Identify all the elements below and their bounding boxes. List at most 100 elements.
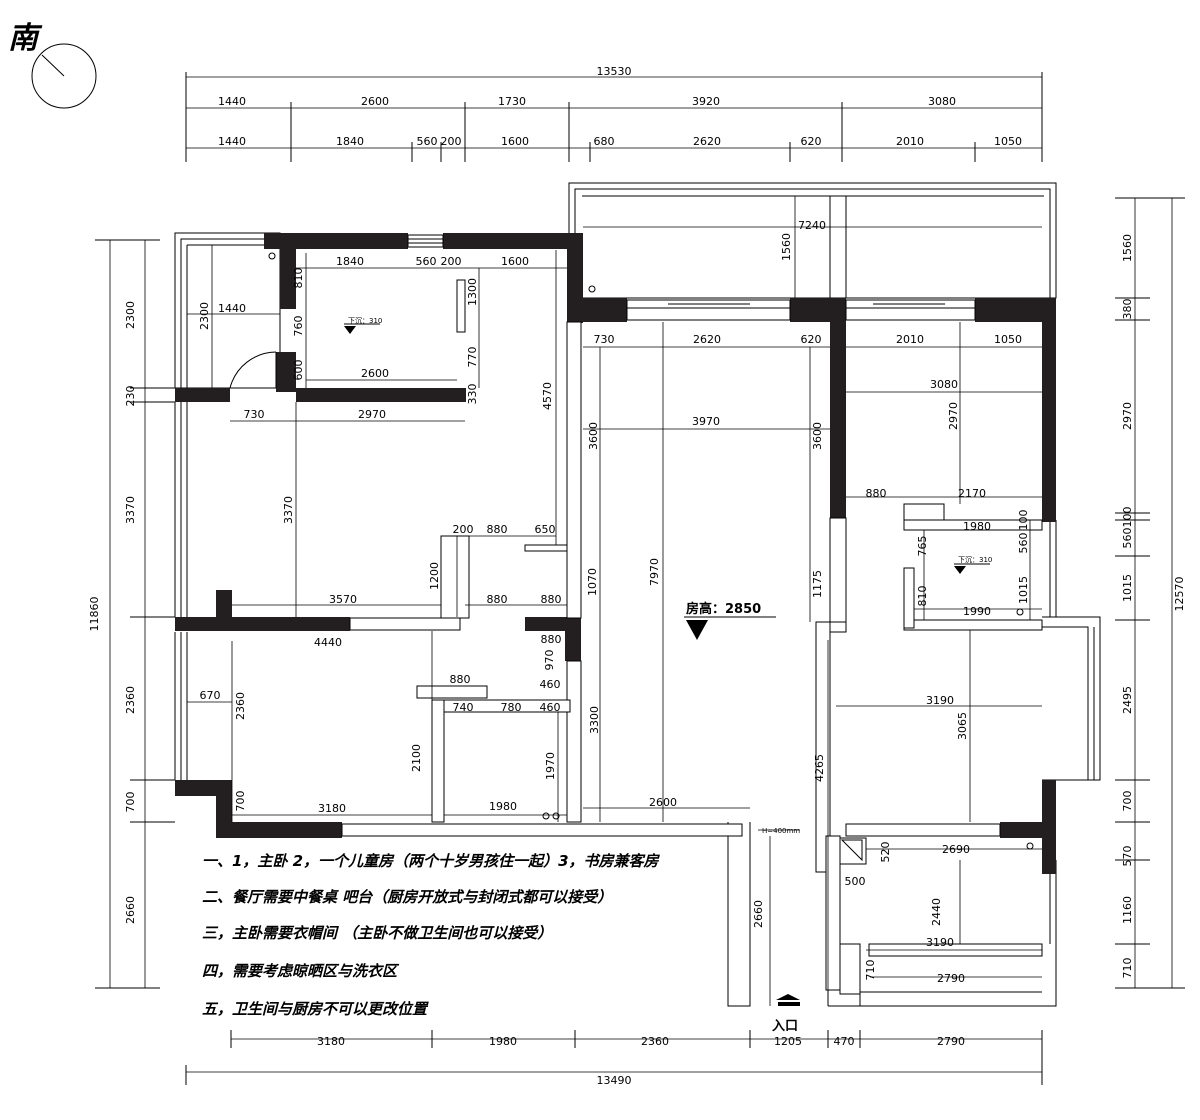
dim-living-8: 1175: [811, 570, 824, 598]
dim-kids-3: 200: [441, 255, 462, 268]
dim-balcony-depth: 1560: [780, 233, 793, 261]
top-dim-3: 1730: [498, 95, 526, 108]
top2-dim-6: 680: [594, 135, 615, 148]
dim-bath-4: 2440: [930, 898, 943, 926]
compass-label: 南: [8, 21, 43, 56]
top-dim-5: 3080: [928, 95, 956, 108]
dim-bl-8: 780: [501, 701, 522, 714]
dim-master-3: 4570: [541, 382, 554, 410]
dim-study-2: 1050: [994, 333, 1022, 346]
door-swing: [229, 351, 277, 389]
interior-dimension-lines: [186, 196, 1042, 1006]
top-dim-2: 2600: [361, 95, 389, 108]
dim-bl-1: 670: [200, 689, 221, 702]
dim-study-3: 3080: [930, 378, 958, 391]
fixtures: [268, 252, 1034, 862]
note-4: 四，需要考虑晾晒区与洗衣区: [202, 962, 400, 980]
windows: [407, 234, 976, 321]
top2-dim-4: 200: [441, 135, 462, 148]
note-1: 一、1，主卧 2，一个儿童房（两个十岁男孩住一起）3，书房兼客房: [202, 852, 661, 870]
top-total-dim: 13530: [597, 65, 632, 78]
dim-bl-11: 1970: [544, 752, 557, 780]
dim-kids-4: 1600: [501, 255, 529, 268]
dim-master-1: 730: [244, 408, 265, 421]
dim-master-9: 3570: [329, 593, 357, 606]
dim-bath-2: 2690: [942, 843, 970, 856]
bottom-dimension-chain: 3180 1980 2360 1205 470 2790 13490: [185, 1030, 1043, 1087]
bottom-dim-6: 2790: [937, 1035, 965, 1048]
dim-kitchen-1: 880: [487, 593, 508, 606]
compass-needle-icon: [41, 54, 65, 77]
dim-bl-10: 2100: [410, 744, 423, 772]
dim-balcony-width: 7240: [798, 219, 826, 232]
dim-bath-1: 520: [879, 842, 892, 863]
right-dimension-chain: 12570 1560 380 2970 100 560 1015 2495 70…: [1115, 197, 1186, 989]
left-dim-5: 700: [124, 792, 137, 813]
dim-bath-5: 3190: [926, 936, 954, 949]
dim-living-9: 2600: [649, 796, 677, 809]
top2-dim-7: 2620: [693, 135, 721, 148]
dim-kids-7: 600: [292, 360, 305, 381]
top-dim-1: 1440: [218, 95, 246, 108]
right-dim-2: 380: [1121, 299, 1134, 320]
dim-study-13: 1015: [1017, 576, 1030, 604]
dim-bl-9: 460: [540, 701, 561, 714]
dim-bath-3: 500: [845, 875, 866, 888]
dim-living-2: 2620: [693, 333, 721, 346]
dim-bl-3: 700: [234, 791, 247, 812]
dim-living-1: 730: [594, 333, 615, 346]
entrance-arrow-icon: [776, 994, 800, 1000]
dim-study-7: 1980: [963, 520, 991, 533]
note-3: 三，主卧需要衣帽间 （主卧不做卫生间也可以接受）: [202, 924, 552, 942]
dim-kitchen-3: 880: [541, 633, 562, 646]
dim-bl-7: 740: [453, 701, 474, 714]
dim-kids-5: 810: [292, 268, 305, 289]
requirement-notes: 一、1，主卧 2，一个儿童房（两个十岁男孩住一起）3，书房兼客房 二、餐厅需要中…: [202, 852, 661, 1018]
right-dim-6: 1015: [1121, 574, 1134, 602]
right-dim-7: 2495: [1121, 686, 1134, 714]
structural-walls: [175, 233, 1056, 874]
top2-dim-8: 620: [801, 135, 822, 148]
right-dim-9: 570: [1121, 846, 1134, 867]
dim-study-10: 1990: [963, 605, 991, 618]
entrance: 入口: [772, 994, 800, 1034]
dim-kids-6: 760: [292, 316, 305, 337]
floor-drop-marker-2: 下沉：310: [954, 556, 992, 574]
bottom-dim-4: 1205: [774, 1035, 802, 1048]
top2-dim-2: 1840: [336, 135, 364, 148]
top2-dim-3: 560: [417, 135, 438, 148]
dim-bl-4: 3180: [318, 802, 346, 815]
right-dim-5: 560: [1121, 528, 1134, 549]
right-dim-3: 2970: [1121, 402, 1134, 430]
dim-living-3: 620: [801, 333, 822, 346]
dim-lbal-1: 2300: [198, 302, 211, 330]
right-dim-1: 1560: [1121, 234, 1134, 262]
top-dim-4: 3920: [692, 95, 720, 108]
left-dim-3: 3370: [124, 496, 137, 524]
dim-bl-2: 2360: [234, 692, 247, 720]
partition-walls: [341, 279, 1043, 995]
left-dim-2: 230: [124, 386, 137, 407]
dim-living-6: 3600: [811, 422, 824, 450]
dim-study-12: 560: [1017, 533, 1030, 554]
top2-dim-9: 2010: [896, 135, 924, 148]
bottom-dim-5: 470: [834, 1035, 855, 1048]
dim-lbal-2: 1440: [218, 302, 246, 315]
dim-master-8: 1200: [428, 562, 441, 590]
top2-dim-5: 1600: [501, 135, 529, 148]
outer-envelope: [174, 182, 1101, 1007]
dim-living-7: 7970: [648, 558, 661, 586]
floor-drop-label-1: 下沉：310: [348, 317, 382, 325]
bottom-dim-1: 3180: [317, 1035, 345, 1048]
dim-master-5: 200: [453, 523, 474, 536]
level-triangle-icon: [686, 620, 708, 640]
dim-kids-10: 2600: [361, 367, 389, 380]
compass: 南: [8, 21, 97, 109]
door-note: H=400mm: [762, 827, 800, 835]
dim-living-5: 3970: [692, 415, 720, 428]
right-total-dim: 12570: [1173, 577, 1186, 612]
dim-kids-2: 560: [416, 255, 437, 268]
left-total-dim: 11860: [88, 597, 101, 632]
dim-bl-12: 1980: [489, 800, 517, 813]
